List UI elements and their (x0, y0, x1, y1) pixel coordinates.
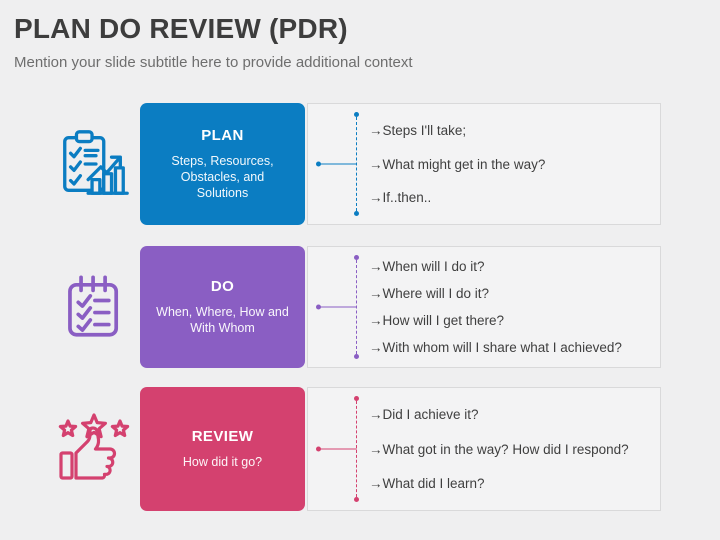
slide-header: PLAN DO REVIEW (PDR) Mention your slide … (14, 13, 704, 71)
arrow-icon: → (369, 286, 383, 301)
page-title: PLAN DO REVIEW (PDR) (14, 13, 348, 44)
review-card: REVIEW How did it go? (140, 387, 305, 511)
pdr-rows: PLAN Steps, Resources, Obstacles, and So… (48, 103, 661, 511)
connector-left-dot (316, 161, 321, 167)
checklist-notepad-icon (48, 246, 140, 368)
plan-card: PLAN Steps, Resources, Obstacles, and So… (140, 103, 305, 225)
plan-card-description: Steps, Resources, Obstacles, and Solutio… (171, 154, 274, 200)
item-text: What might get in the way? (382, 156, 546, 172)
arrow-icon: → (369, 441, 383, 457)
row-do: DO When, Where, How and With Whom →When … (48, 246, 661, 368)
item-text: Where will I do it? (382, 286, 490, 301)
connector-left-dot (316, 304, 321, 310)
connector-bottom-dot (354, 211, 360, 216)
plan-panel: →Steps I'll take; →What might get in the… (307, 103, 661, 225)
arrow-icon: → (369, 259, 383, 274)
review-card-title: REVIEW (191, 428, 254, 445)
row-plan: PLAN Steps, Resources, Obstacles, and So… (48, 103, 661, 225)
arrow-icon: → (369, 340, 383, 355)
connector-bottom-dot (354, 354, 360, 359)
connector-bottom-dot (354, 497, 360, 502)
item-text: With whom will I share what I achieved? (382, 340, 622, 355)
do-items: →When will I do it? →Where will I do it?… (308, 247, 660, 367)
item-text: If..then.. (382, 190, 432, 206)
arrow-icon: → (369, 156, 383, 172)
item-text: What got in the way? How did I respond? (382, 441, 629, 457)
arrow-icon: → (369, 407, 383, 423)
arrow-icon: → (369, 190, 383, 206)
list-item: →Where will I do it? (369, 286, 660, 301)
list-item: →If..then.. (369, 190, 660, 205)
connector-top-dot (354, 112, 360, 117)
list-item: →When will I do it? (369, 259, 660, 274)
do-card-title: DO (210, 278, 235, 295)
arrow-icon: → (369, 313, 383, 328)
list-item: →What got in the way? How did I respond? (369, 442, 660, 457)
plan-card-title: PLAN (201, 127, 244, 144)
list-item: →How will I get there? (369, 313, 660, 328)
connector-top-dot (354, 396, 360, 401)
item-text: Steps I'll take; (382, 122, 467, 138)
do-panel: →When will I do it? →Where will I do it?… (307, 246, 661, 368)
arrow-icon: → (369, 475, 383, 491)
list-item: →What might get in the way? (369, 157, 660, 172)
list-item: →Steps I'll take; (369, 123, 660, 138)
arrow-icon: → (369, 122, 383, 138)
row-review: REVIEW How did it go? →Did I achieve it?… (48, 387, 661, 511)
connector-horizontal-line (319, 163, 357, 165)
plan-items: →Steps I'll take; →What might get in the… (308, 104, 660, 224)
connector-top-dot (354, 255, 360, 260)
review-panel: →Did I achieve it? →What got in the way?… (307, 387, 661, 511)
connector-left-dot (316, 446, 321, 452)
connector-vertical-dashed-line (356, 401, 357, 497)
list-item: →With whom will I share what I achieved? (369, 340, 660, 355)
connector-horizontal-line (319, 448, 357, 450)
item-text: When will I do it? (382, 259, 485, 274)
review-items: →Did I achieve it? →What got in the way?… (308, 388, 660, 510)
review-card-description: How did it go? (182, 455, 263, 469)
list-item: →Did I achieve it? (369, 407, 660, 422)
do-card: DO When, Where, How and With Whom (140, 246, 305, 368)
item-text: What did I learn? (382, 475, 485, 491)
do-card-description: When, Where, How and With Whom (156, 305, 289, 335)
page-subtitle: Mention your slide subtitle here to prov… (14, 54, 413, 71)
thumbs-up-stars-icon (48, 387, 140, 511)
connector-vertical-dashed-line (356, 260, 357, 354)
connector-vertical-dashed-line (356, 117, 357, 211)
connector-horizontal-line (319, 306, 357, 308)
list-item: →What did I learn? (369, 476, 660, 491)
item-text: How will I get there? (382, 313, 505, 328)
clipboard-chart-icon (48, 103, 140, 225)
item-text: Did I achieve it? (382, 407, 479, 423)
